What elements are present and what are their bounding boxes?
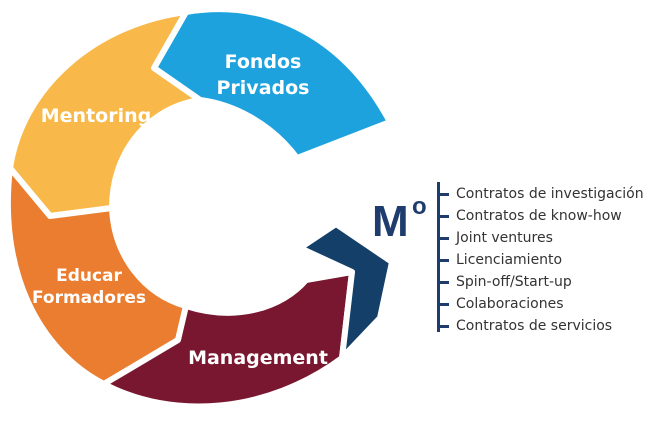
service-item: Contratos de know-how: [437, 205, 622, 227]
label-educar-line-2: Formadores: [32, 288, 146, 308]
label-fondos-line-1: Fondos: [225, 51, 302, 73]
mo-superscript: o: [412, 193, 427, 220]
label-mentoring: Mentoring: [41, 105, 151, 127]
label-management: Management: [188, 347, 328, 369]
cycle-arrowhead: [297, 221, 395, 361]
service-item: Contratos de servicios: [437, 315, 612, 337]
service-item: Colaboraciones: [437, 293, 564, 315]
services-list: Contratos de investigación Contratos de …: [437, 182, 649, 334]
mo-label: M: [372, 197, 409, 246]
service-item: Contratos de investigación: [437, 183, 644, 205]
label-fondos-line-2: Privados: [217, 77, 310, 99]
segment-fondos-privados: [151, 6, 393, 161]
service-item: Licenciamiento: [437, 249, 562, 271]
service-item: Spin-off/Start-up: [437, 271, 572, 293]
service-item: Joint ventures: [437, 227, 553, 249]
label-educar-line-1: Educar: [56, 266, 122, 286]
